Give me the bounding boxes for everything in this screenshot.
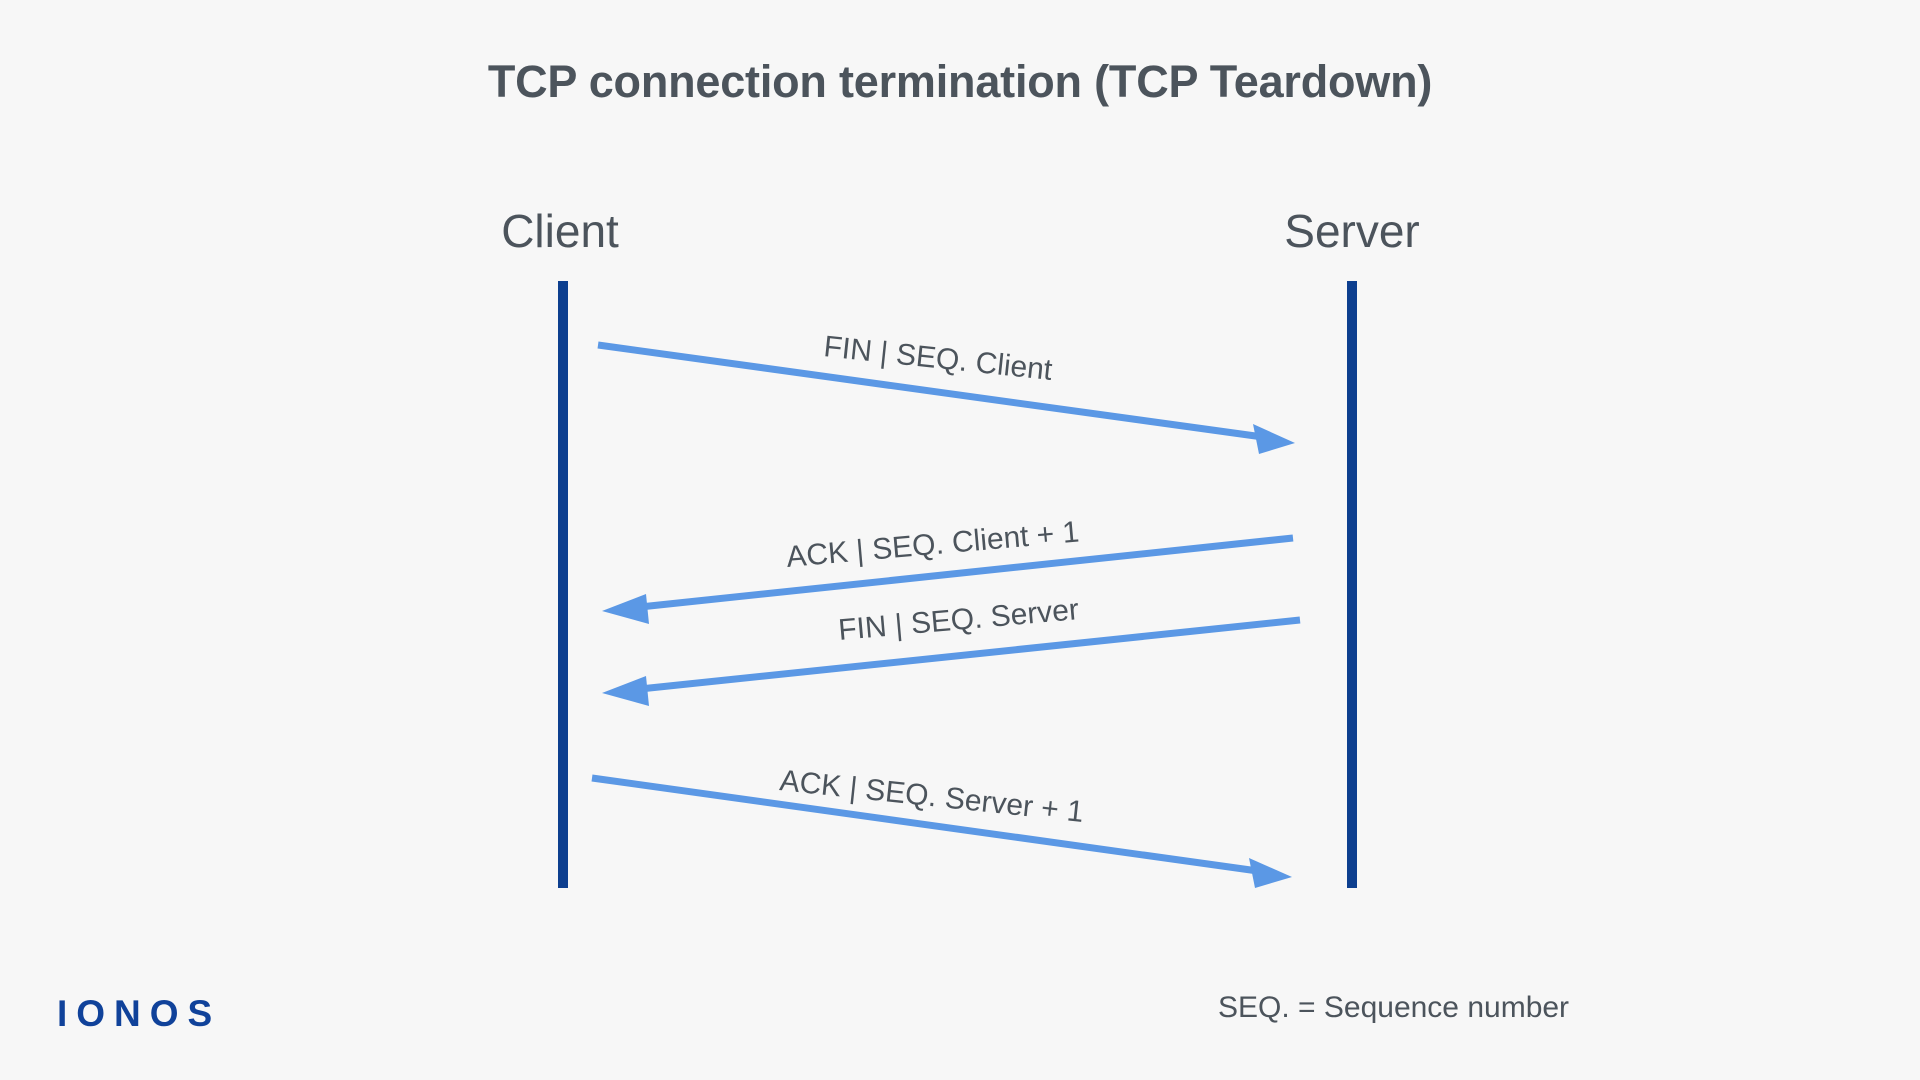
message-label-4: ACK | SEQ. Server + 1 — [778, 764, 1086, 829]
page-title: TCP connection termination (TCP Teardown… — [487, 56, 1433, 107]
message-label-2: ACK | SEQ. Client + 1 — [785, 515, 1081, 575]
participant-label-server: Server — [1284, 205, 1420, 257]
message-label-3: FIN | SEQ. Server — [837, 593, 1081, 648]
ionos-logo: IONOS — [57, 993, 222, 1034]
message-label-1: FIN | SEQ. Client — [822, 330, 1054, 387]
participant-label-client: Client — [501, 205, 619, 257]
lifeline-server — [1347, 281, 1357, 888]
legend-note: SEQ. = Sequence number — [1218, 991, 1570, 1024]
lifeline-client — [558, 281, 568, 888]
